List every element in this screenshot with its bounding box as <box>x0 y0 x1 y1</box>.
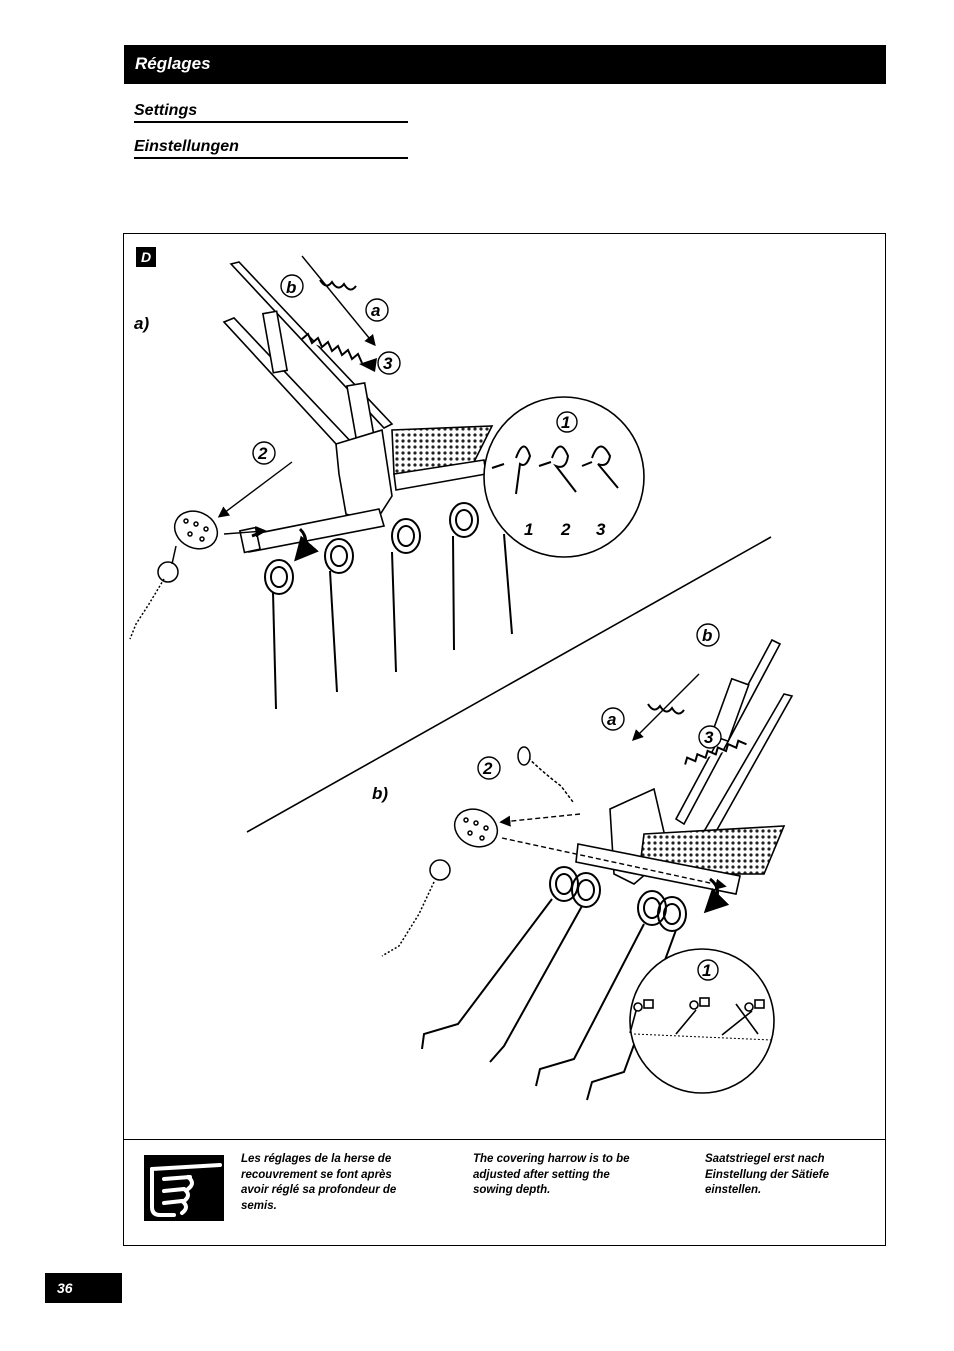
callouts-a <box>252 274 401 465</box>
adjustment-illustration: a) <box>129 255 794 1101</box>
section-title: Réglages <box>135 54 211 73</box>
note-german: Saatstriegel erst nach Einstellung der S… <box>705 1153 829 1196</box>
note-french: Les réglages de la herse de recouvrement… <box>241 1153 397 1212</box>
section-header: Réglages <box>124 45 886 84</box>
page-number: 36 <box>57 1280 73 1296</box>
tines-a <box>264 502 513 710</box>
page-number-box: 36 <box>45 1273 122 1303</box>
frame-a <box>222 261 494 554</box>
note-english: The covering harrow is to be adjusted af… <box>473 1153 630 1196</box>
subtitle-german: Einstellungen <box>134 138 408 159</box>
callout-a-3: 3 <box>383 354 393 373</box>
figure-badge: D <box>136 247 156 267</box>
callout-a-a: a <box>371 301 380 320</box>
figure-frame: D a) <box>123 233 886 1246</box>
callout-a-1: 1 <box>561 413 570 432</box>
part-b-label: b) <box>372 784 388 803</box>
callout-b-1: 1 <box>702 961 711 980</box>
callout-b-a: a <box>607 710 616 729</box>
pointing-hand-icon <box>144 1155 224 1221</box>
lynch-pin-b <box>381 808 499 957</box>
detail-circle-b <box>629 948 775 1094</box>
divider-line <box>246 536 772 833</box>
lynch-pin-a <box>129 510 219 640</box>
notes-divider <box>124 1139 885 1140</box>
callout-b-2: 2 <box>482 759 493 778</box>
subtitle-english: Settings <box>134 102 408 123</box>
callout-a-2: 2 <box>257 444 268 463</box>
callout-b-3: 3 <box>704 728 714 747</box>
callouts-b <box>477 623 722 780</box>
part-a-label: a) <box>134 314 149 333</box>
detail-circle-a <box>483 396 645 558</box>
callout-b-b: b <box>702 626 712 645</box>
position-2-label: 2 <box>560 520 571 539</box>
callout-a-b: b <box>286 278 296 297</box>
frame-b <box>575 638 794 895</box>
position-1-label: 1 <box>524 520 533 539</box>
position-3-label: 3 <box>596 520 606 539</box>
